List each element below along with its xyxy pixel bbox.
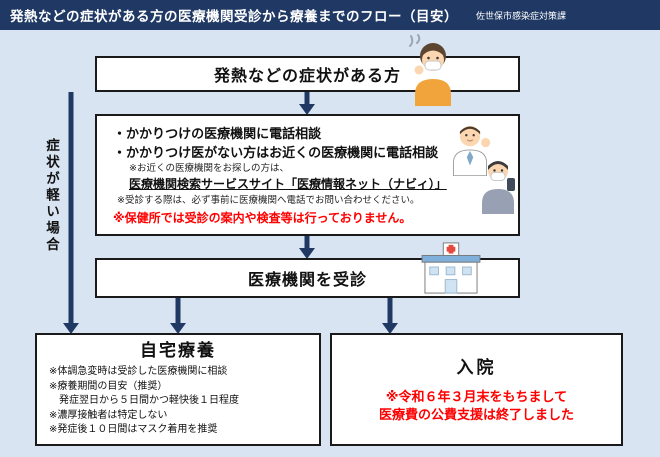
consult-secondary-line: ・かかりつけ医がない方はお近くの医療機関に電話相談 xyxy=(113,145,439,160)
symptom-box-label: 発熱などの症状がある方 xyxy=(213,68,401,85)
arrow-visit-to-home-care xyxy=(170,298,186,334)
department-label: 佐世保市感染症対策課 xyxy=(476,10,567,21)
mild-case-label: 症状が軽い場合 xyxy=(44,138,59,254)
home-care-note: ※体調急変時は受診した医療機関に相談 xyxy=(49,366,228,377)
inpatient-notice-line2: 医療費の公費支援は終了しました xyxy=(378,407,574,422)
health-center-warning: ※保健所では受診の案内や検査等は行っておりません。 xyxy=(113,211,412,225)
arrow-visit-to-inpatient xyxy=(382,298,398,334)
home-care-note: ※療養期間の目安（推奨） xyxy=(49,380,168,392)
home-care-note: ※発症後１０日間はマスク着用を推奨 xyxy=(49,424,218,435)
visit-medical-institution-box: 医療機関を受診 xyxy=(95,258,520,298)
header-bar: 発熱などの症状がある方の医療機関受診から療養までのフロー（目安） 佐世保市感染症… xyxy=(0,0,660,30)
visit-box-label: 医療機関を受診 xyxy=(247,272,367,289)
home-care-note: ※濃厚接触者は特定しない xyxy=(49,409,168,421)
home-care-note: 発症翌日から５日間かつ軽快後１日程度 xyxy=(49,395,239,406)
medical-info-net-link[interactable]: 医療機関検索サービスサイト「医療情報ネット（ナビィ）」 xyxy=(129,177,447,191)
consult-note-call-ahead: ※受診する際は、必ず事前に医療機関へ電話でお問い合わせください。 xyxy=(117,195,420,206)
home-care-box: 自宅療養 ※体調急変時は受診した医療機関に相談 ※療養期間の目安（推奨） 発症翌… xyxy=(35,333,321,446)
inpatient-notice-line1: ※令和６年３月末をもちまして xyxy=(385,389,568,404)
arrow-mild-case-to-home-care xyxy=(63,92,79,334)
page-title: 発熱などの症状がある方の医療機関受診から療養までのフロー（目安） xyxy=(10,9,458,24)
home-care-title: 自宅療養 xyxy=(140,341,216,360)
arrow-consult-to-visit xyxy=(299,236,315,259)
consultation-box: ・かかりつけの医療機関に電話相談 ・かかりつけ医がない方はお近くの医療機関に電話… xyxy=(95,114,520,236)
inpatient-box: 入院 ※令和６年３月末をもちまして 医療費の公費支援は終了しました xyxy=(330,333,623,446)
arrow-symptom-to-consult xyxy=(299,92,315,115)
consult-note-search: ※お近くの医療機関をお探しの方は、 xyxy=(129,163,289,174)
inpatient-title: 入院 xyxy=(456,358,497,377)
symptom-box: 発熱などの症状がある方 xyxy=(95,56,520,92)
consult-primary-line: ・かかりつけの医療機関に電話相談 xyxy=(113,126,322,141)
home-care-notes: ※体調急変時は受診した医療機関に相談 ※療養期間の目安（推奨） 発症翌日から５日… xyxy=(37,362,319,438)
